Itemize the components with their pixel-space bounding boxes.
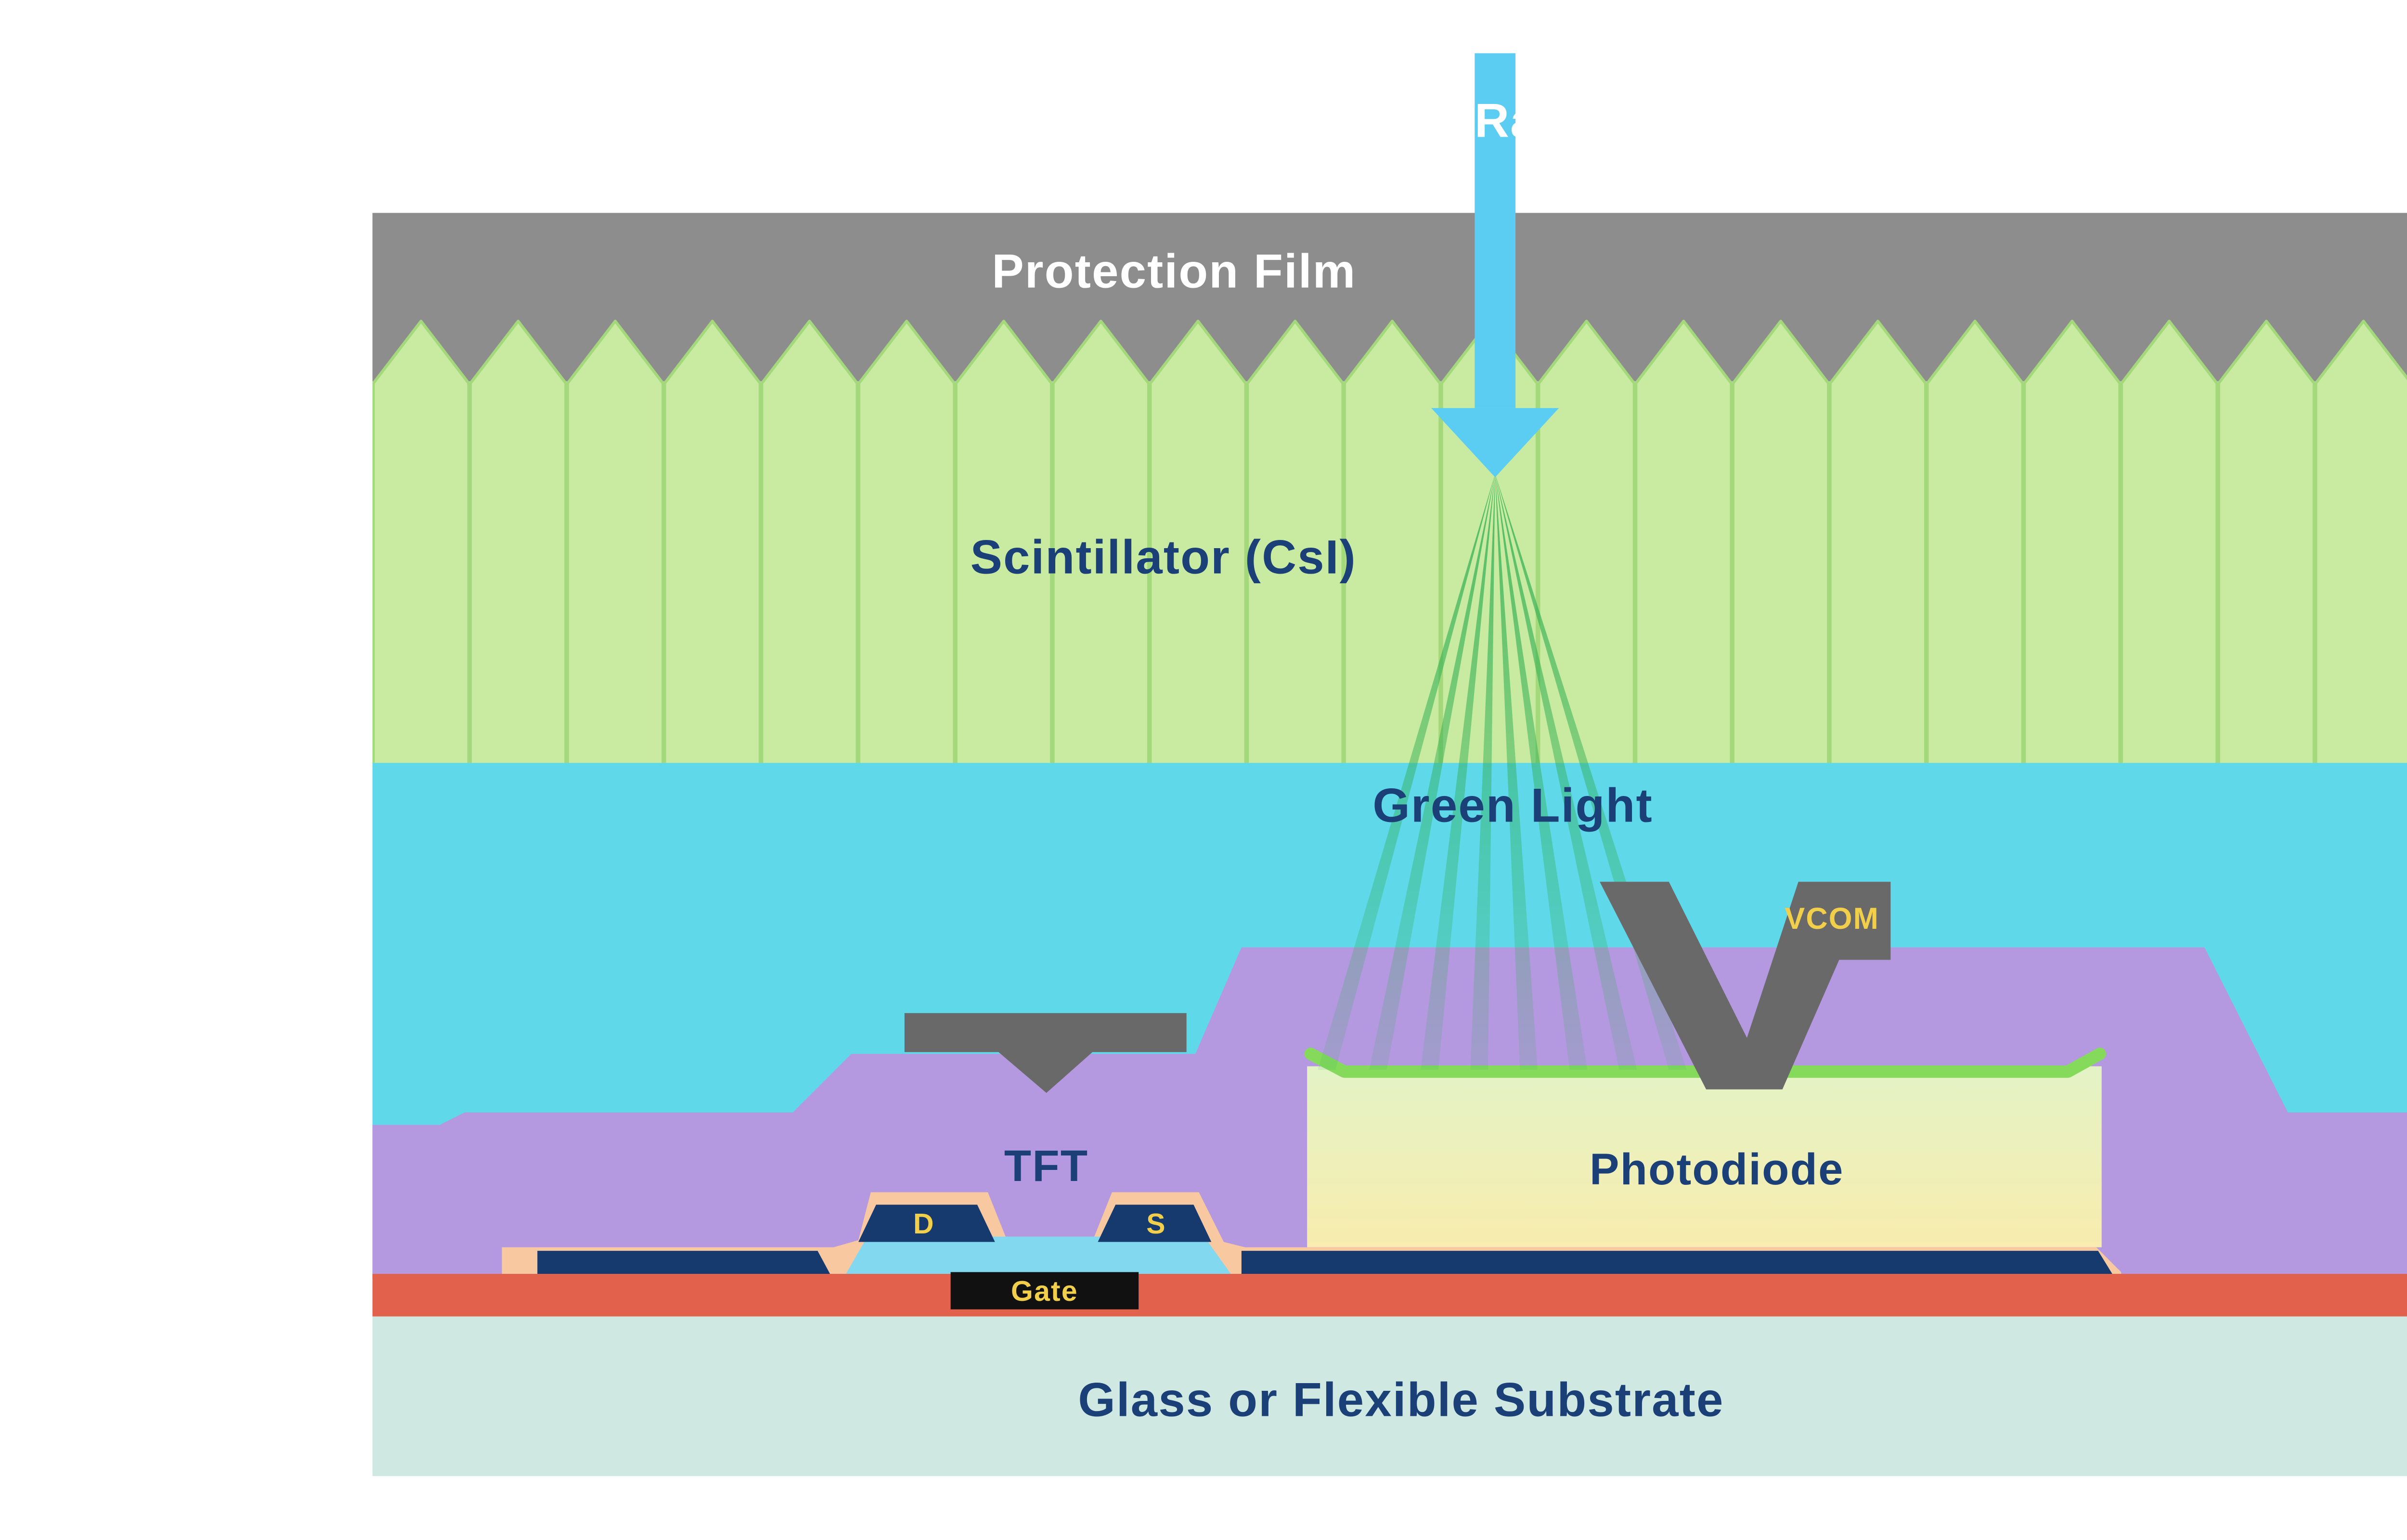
xray-arrow-head [1431, 408, 1559, 477]
scintillator-label: Scintillator (CsI) [971, 530, 1357, 584]
bottom-metal-line [1241, 1251, 2112, 1274]
substrate-label: Glass or Flexible Substrate [1078, 1373, 1724, 1426]
vcom-label: VCOM [1785, 902, 1879, 936]
vcom-electrode [1600, 882, 1891, 1090]
substrate-layer [372, 1316, 2407, 1476]
drain-label: D [913, 1208, 935, 1240]
tft-label: TFT [1004, 1141, 1088, 1191]
green-light-label: Green Light [1372, 779, 1653, 832]
gate-label: Gate [1011, 1276, 1078, 1307]
left-electrode [904, 1013, 1187, 1093]
scintillator-layer [372, 319, 2407, 765]
source-electrode [1098, 1205, 1212, 1242]
photodiode-label: Photodiode [1590, 1144, 1844, 1194]
gate-electrode [950, 1272, 1139, 1309]
semiconductor-channel [846, 1236, 1231, 1274]
source-label: S [1146, 1208, 1166, 1240]
gate-insulator-layer [372, 1274, 2407, 1317]
xray-arrow-shaft [1475, 53, 1516, 408]
xray-label: X-Ray [1424, 94, 1566, 147]
drain-electrode [858, 1205, 995, 1242]
photodiode-body [1307, 1066, 2102, 1247]
left-metal-line [537, 1251, 830, 1274]
protection-film-label: Protection Film [992, 245, 1356, 298]
